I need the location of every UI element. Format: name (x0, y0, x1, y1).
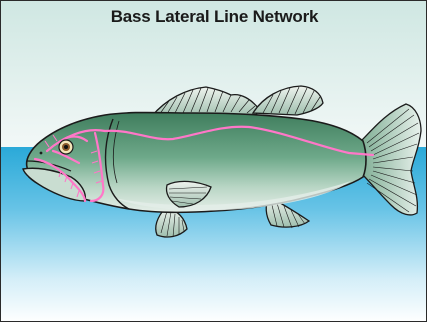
nostril (40, 152, 43, 155)
eye (59, 140, 73, 154)
diagram-title: Bass Lateral Line Network (1, 7, 427, 27)
